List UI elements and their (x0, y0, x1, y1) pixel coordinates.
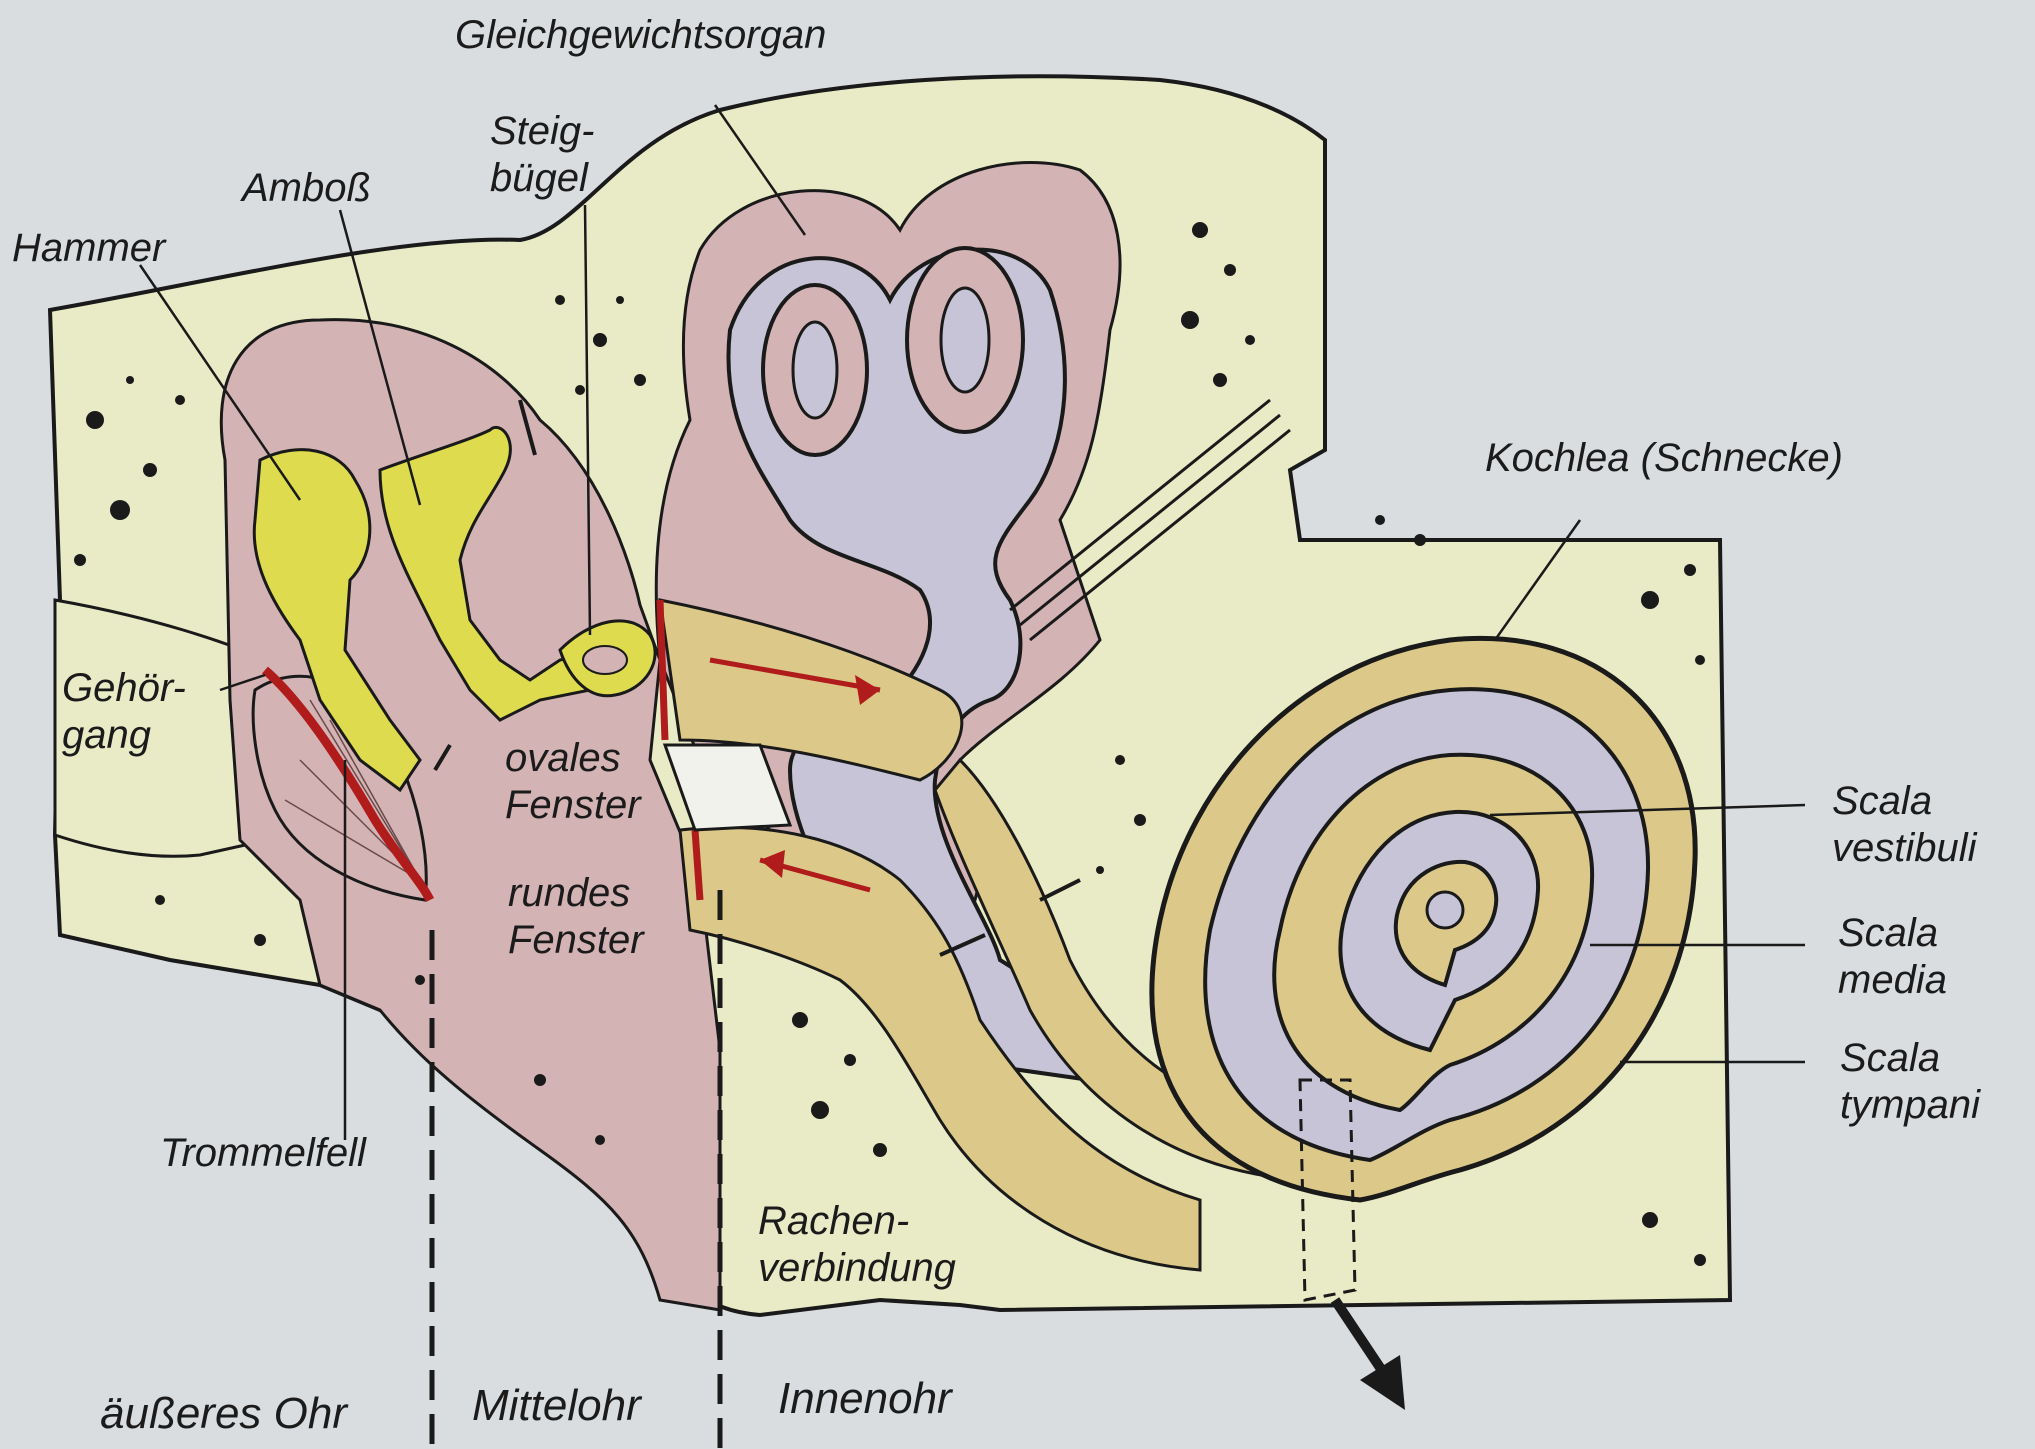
label-scala-vestibuli-line2: vestibuli (1832, 825, 1977, 872)
label-scala-tympani: Scala tympani (1840, 1035, 1980, 1129)
label-scala-vestibuli-line1: Scala (1832, 778, 1977, 825)
label-scala-vestibuli: Scala vestibuli (1832, 778, 1977, 872)
label-gehoergang: Gehör- gang (62, 665, 186, 759)
section-middle-ear: Mittelohr (472, 1382, 641, 1429)
label-rundes-fenster-line1: rundes (508, 870, 644, 917)
label-ovales-fenster-line1: ovales (505, 735, 641, 782)
label-scala-media: Scala media (1838, 910, 1947, 1004)
label-rundes-fenster-line2: Fenster (508, 917, 644, 964)
semicircular-canal-1-inner (793, 322, 837, 418)
label-steigbuegel: Steig- bügel (490, 108, 595, 202)
section-outer-ear: äußeres Ohr (100, 1390, 347, 1437)
label-ovales-fenster: ovales Fenster (505, 735, 641, 829)
label-steigbuegel-line2: bügel (490, 155, 595, 202)
label-scala-tympani-line1: Scala (1840, 1035, 1980, 1082)
label-scala-tympani-line2: tympani (1840, 1082, 1980, 1129)
oval-window-membrane (660, 600, 665, 740)
label-rachenverbindung-line2: verbindung (758, 1245, 956, 1292)
semicircular-canal-2-inner (941, 288, 989, 392)
round-window-membrane (695, 830, 700, 900)
label-rundes-fenster: rundes Fenster (508, 870, 644, 964)
label-steigbuegel-line1: Steig- (490, 108, 595, 155)
label-amboss: Amboß (242, 165, 371, 212)
label-gleichgewichtsorgan: Gleichgewichtsorgan (455, 12, 826, 59)
stirrup-opening (583, 646, 627, 674)
label-gehoergang-line2: gang (62, 712, 186, 759)
label-rachenverbindung: Rachen- verbindung (758, 1198, 956, 1292)
label-rachenverbindung-line1: Rachen- (758, 1198, 956, 1245)
label-gehoergang-line1: Gehör- (62, 665, 186, 712)
label-kochlea: Kochlea (Schnecke) (1485, 435, 1843, 482)
label-hammer: Hammer (12, 225, 165, 272)
label-scala-media-line1: Scala (1838, 910, 1947, 957)
cross-section-arrow (1335, 1300, 1385, 1375)
label-ovales-fenster-line2: Fenster (505, 782, 641, 829)
section-inner-ear: Innenohr (778, 1375, 952, 1422)
label-scala-media-line2: media (1838, 957, 1947, 1004)
label-trommelfell: Trommelfell (160, 1130, 366, 1177)
